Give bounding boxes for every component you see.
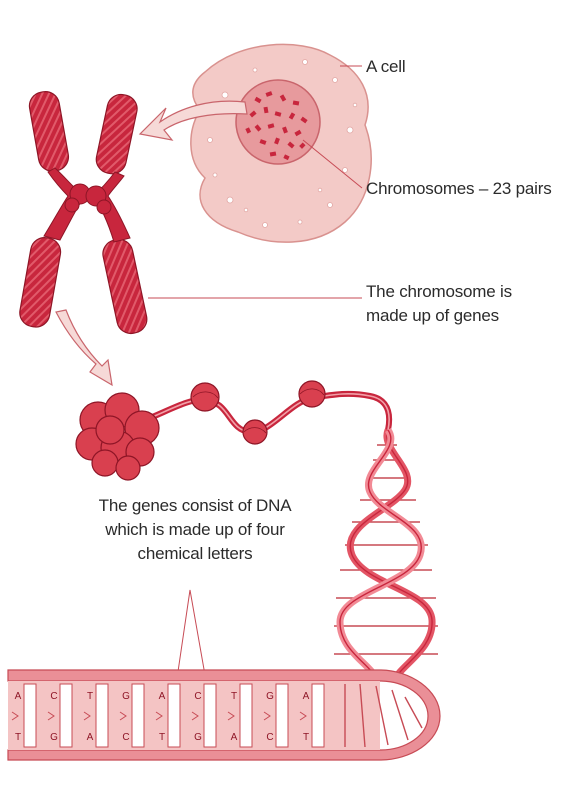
gene-strand [75, 380, 393, 481]
label-genes: The genes consist of DNA which is made u… [60, 494, 330, 566]
base-letter: A [303, 691, 310, 702]
dna-helix [334, 427, 438, 684]
base-letter: A [87, 732, 94, 743]
chromosome [19, 91, 148, 335]
base-letter: C [50, 691, 57, 702]
ladder-rungs [23, 683, 325, 748]
cytoplasm-granules [207, 59, 358, 228]
label-chromosome: The chromosome is made up of genes [366, 280, 512, 328]
leader-lines [148, 65, 363, 693]
dna-ladder: A C T G A C T G A T G A C T G A C T [7, 669, 441, 761]
base-letter: C [122, 732, 129, 743]
label-genes-line3: chemical letters [137, 544, 253, 563]
base-letter: T [15, 732, 21, 743]
base-letter: G [266, 691, 274, 702]
base-letter: A [231, 732, 238, 743]
base-letter: G [194, 732, 202, 743]
base-pair-ticks [11, 711, 307, 721]
label-chromosomes: Chromosomes – 23 pairs [366, 179, 552, 198]
base-letter: C [194, 691, 201, 702]
label-genes-line2: which is made up of four [105, 520, 285, 539]
base-letter: A [15, 691, 22, 702]
base-letter: C [266, 732, 273, 743]
arrow-cell-to-chromosome [138, 100, 248, 141]
bases-top: A C T G A C T G A [15, 691, 310, 702]
nucleus-chromosomes [245, 91, 308, 161]
label-chromosome-line1: The chromosome is [366, 282, 512, 301]
leader-chromosomes [302, 139, 363, 189]
ladder-top-strand [7, 669, 441, 761]
label-chromosome-line2: made up of genes [366, 306, 499, 325]
base-letter: T [159, 732, 165, 743]
nucleus [235, 79, 321, 165]
base-letter: A [159, 691, 166, 702]
label-cell: A cell [366, 57, 406, 76]
leader-genes [174, 589, 209, 693]
arrow-chromosome-to-genes [55, 309, 113, 387]
base-letter: T [303, 732, 309, 743]
base-letter: T [87, 691, 93, 702]
base-letter: G [122, 691, 130, 702]
base-letter: T [231, 691, 237, 702]
bases-bottom: T G A C T G A C T [15, 732, 309, 743]
label-genes-line1: The genes consist of DNA [98, 496, 292, 515]
gene-coil-ball [75, 392, 160, 481]
base-letter: G [50, 732, 58, 743]
cell [190, 43, 372, 243]
